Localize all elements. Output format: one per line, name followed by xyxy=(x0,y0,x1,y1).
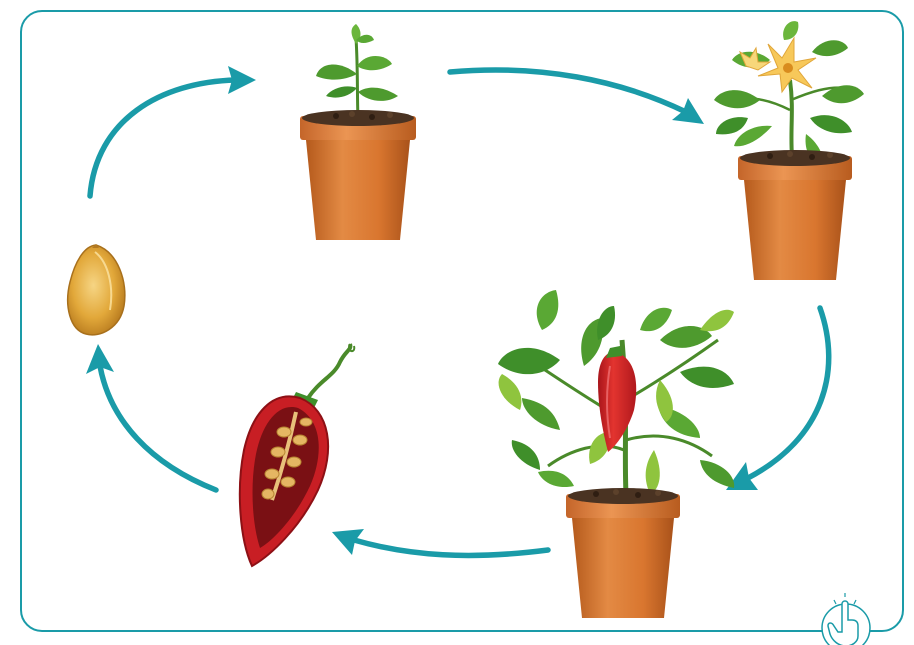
arrow-fruit-to-seed xyxy=(86,344,216,490)
flowering-plant-pot-icon xyxy=(714,21,864,280)
pepper-plant-pot-icon xyxy=(498,290,734,618)
pointing-hand-icon[interactable] xyxy=(822,593,870,645)
seedling-pot-icon xyxy=(300,24,416,240)
arrow-seedling-to-flowering xyxy=(450,70,704,124)
seed-icon xyxy=(68,244,125,335)
arrow-seed-to-seedling xyxy=(90,66,256,196)
flower-icon xyxy=(758,38,816,92)
arrow-fruiting-to-fruit xyxy=(332,529,548,555)
arrow-flowering-to-fruiting xyxy=(726,308,829,490)
